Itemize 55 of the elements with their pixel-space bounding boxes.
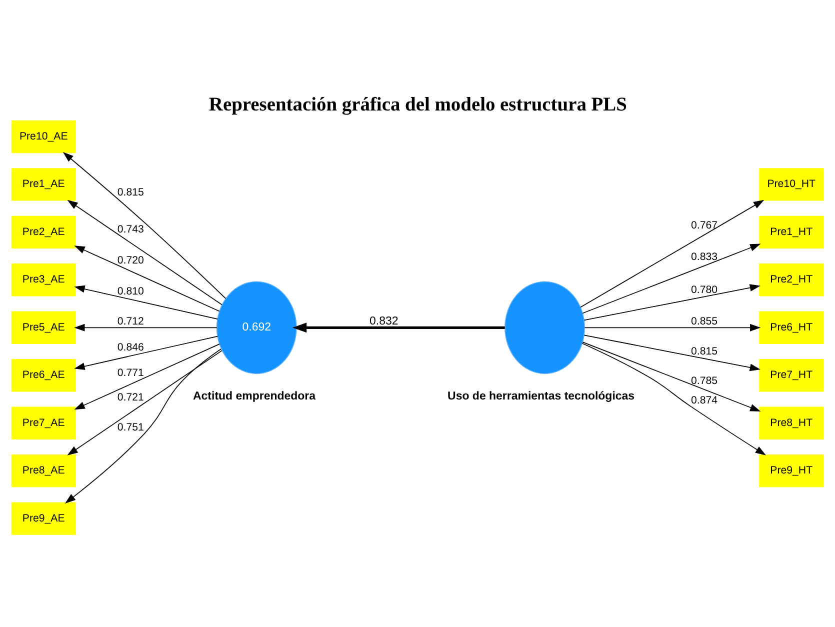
node-box: Pre1_AE xyxy=(11,168,76,201)
arrow xyxy=(584,334,760,372)
edge-label: 0.832 xyxy=(370,315,398,328)
arrow xyxy=(74,246,220,312)
arrow xyxy=(580,200,764,308)
edge-label: 0.743 xyxy=(117,224,144,236)
arrow xyxy=(584,284,760,321)
arrow xyxy=(74,324,218,332)
arrow xyxy=(67,200,222,306)
node-label: Uso de herramientas tecnológicas xyxy=(448,390,635,403)
edge-label: 0.751 xyxy=(117,422,144,434)
node-box: Pre9_AE xyxy=(11,502,76,535)
node-box: Pre9_HT xyxy=(759,454,824,488)
edge-label: 0.721 xyxy=(117,392,144,404)
edge-label: 0.767 xyxy=(691,219,718,232)
node-box: Pre6_HT xyxy=(759,311,824,344)
edge-label: 0.780 xyxy=(691,284,718,296)
node-box: Pre6_AE xyxy=(11,359,76,392)
node-box: Pre2_HT xyxy=(759,264,824,296)
edge-label: 0.815 xyxy=(117,186,144,199)
node-box: Pre10_HT xyxy=(759,168,824,201)
edge-label: 0.815 xyxy=(691,346,718,358)
edge-label: 0.874 xyxy=(691,394,718,406)
arrow xyxy=(582,342,766,456)
arrow xyxy=(64,348,222,504)
arrow xyxy=(582,244,761,314)
node-box: Pre8_HT xyxy=(759,406,824,440)
arrow xyxy=(582,342,761,412)
node-box: Pre3_AE xyxy=(11,264,76,296)
node-box: Pre8_AE xyxy=(11,454,76,488)
edge-label: 0.833 xyxy=(691,251,718,264)
arrow xyxy=(74,285,218,320)
node-box: Pre5_AE xyxy=(11,311,76,344)
node-box: Pre7_HT xyxy=(759,359,824,392)
node-box: Pre2_AE xyxy=(11,216,76,249)
edge-label: 0.712 xyxy=(117,316,144,328)
edge-label: 0.810 xyxy=(117,286,144,298)
edge-label: 0.785 xyxy=(691,374,718,387)
edge-label: 0.855 xyxy=(691,316,718,328)
node-box: Pre10_AE xyxy=(11,120,76,154)
edge-label: 0.846 xyxy=(117,341,144,354)
arrow xyxy=(74,336,218,370)
edge-label: 0.771 xyxy=(117,366,144,379)
node-box: Pre7_AE xyxy=(11,406,76,440)
arrow xyxy=(62,152,226,299)
node-label: Actitud emprendedora xyxy=(193,390,316,403)
arrow xyxy=(584,324,761,332)
diagram-title: Representación gráfica del modelo estructura PLS xyxy=(208,94,627,116)
edge-label: 0.720 xyxy=(117,254,144,267)
node-box: Pre1_HT xyxy=(759,216,824,249)
arrow xyxy=(74,344,220,410)
node-ellipse: 0.692 xyxy=(216,281,297,374)
arrow xyxy=(67,350,222,456)
node-circle xyxy=(504,281,585,374)
arrow xyxy=(292,322,505,333)
